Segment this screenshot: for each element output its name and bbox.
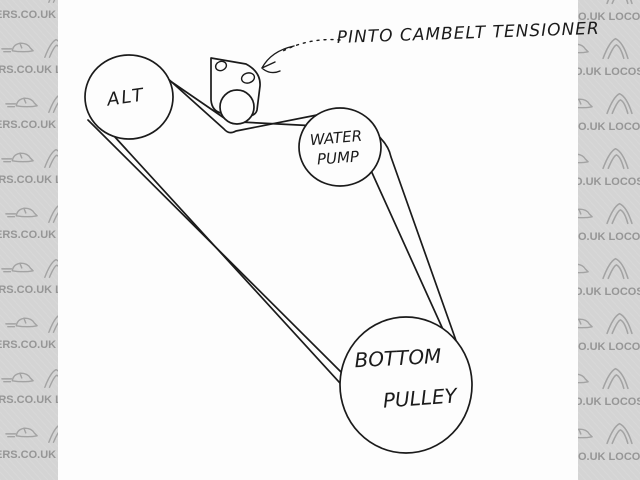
builders-logo-icon: [48, 425, 58, 443]
car-logo-icon: [1, 372, 34, 383]
car-logo-icon: [578, 43, 589, 54]
watermark-text: ERS.CO.UK L: [0, 449, 58, 461]
car-logo-icon: [5, 427, 38, 438]
watermark-tile: O.UK LOCOST: [578, 198, 640, 253]
car-logo-icon: [578, 318, 593, 329]
car-logo-icon: [578, 263, 589, 274]
watermark-text: ERS.CO.UK L: [0, 339, 58, 351]
car-logo-icon: [578, 428, 593, 439]
builders-logo-icon: [602, 37, 629, 60]
watermark-tile: O.UK LOCOST: [578, 308, 640, 363]
watermark-text: ERS.CO.UK L: [0, 229, 58, 241]
belt-right-run-inner: [363, 154, 451, 346]
builders-logo-icon: [48, 205, 58, 223]
builders-logo-icon: [44, 258, 58, 278]
car-logo-icon: [1, 262, 34, 273]
watermark-text: ERS.CO.UK L: [0, 394, 58, 406]
alternator-pulley: [84, 54, 174, 140]
watermark-text: O.UK LOCOST: [578, 231, 640, 243]
builders-logo-icon: [44, 368, 58, 388]
car-logo-icon: [5, 207, 38, 218]
builders-logo-icon: [44, 38, 58, 58]
builders-logo-icon: [606, 92, 633, 115]
car-logo-icon: [1, 42, 34, 53]
arrow-head-barb: [261, 61, 276, 69]
watermark-tile: O.UK LOCOST: [578, 0, 640, 33]
watermark-text: ERS.CO.UK L: [0, 9, 58, 21]
watermark-tile: ERS.CO.UK L: [0, 418, 58, 473]
watermark-tile: O.UK LOCOST: [578, 143, 640, 198]
builders-logo-icon: [48, 315, 58, 333]
builders-logo-icon: [606, 202, 633, 225]
watermark-text: O.UK LOCOST: [578, 286, 640, 298]
bottom-pulley: [339, 316, 473, 454]
watermark-tile: ERS.CO.UK L: [0, 33, 58, 88]
water-pump-pulley: [298, 107, 382, 187]
watermark-text: ERS.CO.UK L: [0, 119, 58, 131]
watermark-tile: ERS.CO.UK L: [0, 198, 58, 253]
car-logo-icon: [578, 153, 589, 164]
car-logo-icon: [578, 208, 593, 219]
watermark-text: O.UK LOCOST: [578, 66, 640, 78]
watermark-strip-left: ERS.CO.UK L ERS.CO.UK L: [0, 0, 58, 480]
watermark-text: O.UK LOCOST: [578, 121, 640, 133]
builders-logo-icon: [606, 422, 633, 445]
car-logo-icon: [578, 373, 589, 384]
bottom-pulley-label-line1: BOTTOM: [354, 344, 442, 373]
builders-logo-icon: [602, 257, 629, 280]
cambelt-tensioner: [210, 57, 261, 125]
watermark-text: ERS.CO.UK L: [0, 64, 58, 76]
watermark-text: ERS.CO.UK L: [0, 174, 58, 186]
watermark-strip-right: O.UK LOCOST O.UK LOCOST: [578, 0, 640, 480]
watermark-tile: O.UK LOCOST: [578, 418, 640, 473]
builders-logo-icon: [606, 312, 633, 335]
annotation-arrow: [261, 38, 341, 74]
watermark-tile: ERS.CO.UK L: [0, 363, 58, 418]
belt-left-run-inner: [113, 135, 351, 395]
belt-right-run-outer: [370, 129, 460, 350]
watermark-tile: ERS.CO.UK L: [0, 0, 58, 33]
car-logo-icon: [5, 317, 38, 328]
watermark-text: O.UK LOCOST: [578, 396, 640, 408]
bottom-pulley-label-line2: PULLEY: [382, 383, 459, 412]
watermark-tile: O.UK LOCOST: [578, 88, 640, 143]
belt-top-run-outer: [145, 58, 323, 134]
tensioner-bolt-hole-right: [240, 72, 256, 84]
builders-logo-icon: [48, 95, 58, 113]
watermark-tile: O.UK LOCOST: [578, 253, 640, 308]
water-pump-label-line2: PUMP: [316, 147, 360, 168]
watermark-tile: O.UK LOCOST: [578, 33, 640, 88]
car-logo-icon: [5, 97, 38, 108]
watermark-tile: ERS.CO.UK L: [0, 253, 58, 308]
arrow-head: [261, 45, 295, 69]
watermark-tile: O.UK LOCOST: [578, 363, 640, 418]
builders-logo-icon: [44, 148, 58, 168]
builders-logo-icon: [602, 367, 629, 390]
car-logo-icon: [1, 152, 34, 163]
annotation-label: PINTO CAMBELT TENSIONER: [336, 19, 600, 48]
watermark-tile: ERS.CO.UK L: [0, 88, 58, 143]
car-logo-icon: [578, 98, 593, 109]
watermark-text: O.UK LOCOST: [578, 451, 640, 463]
arrow-dashed-tail: [280, 38, 341, 53]
tensioner-bolt-hole-left: [214, 60, 228, 72]
arrow-head-flick: [262, 68, 281, 74]
watermark-tile: ERS.CO.UK L: [0, 308, 58, 363]
tensioner-pulley: [219, 89, 255, 125]
builders-logo-icon: [602, 147, 629, 170]
watermark-text: O.UK LOCOST: [578, 341, 640, 353]
watermark-text: ERS.CO.UK L: [0, 284, 58, 296]
watermark-tile: ERS.CO.UK L: [0, 143, 58, 198]
watermark-text: O.UK LOCOST: [578, 11, 640, 23]
watermark-text: O.UK LOCOST: [578, 176, 640, 188]
water-pump-label-line1: WATER: [309, 127, 363, 149]
